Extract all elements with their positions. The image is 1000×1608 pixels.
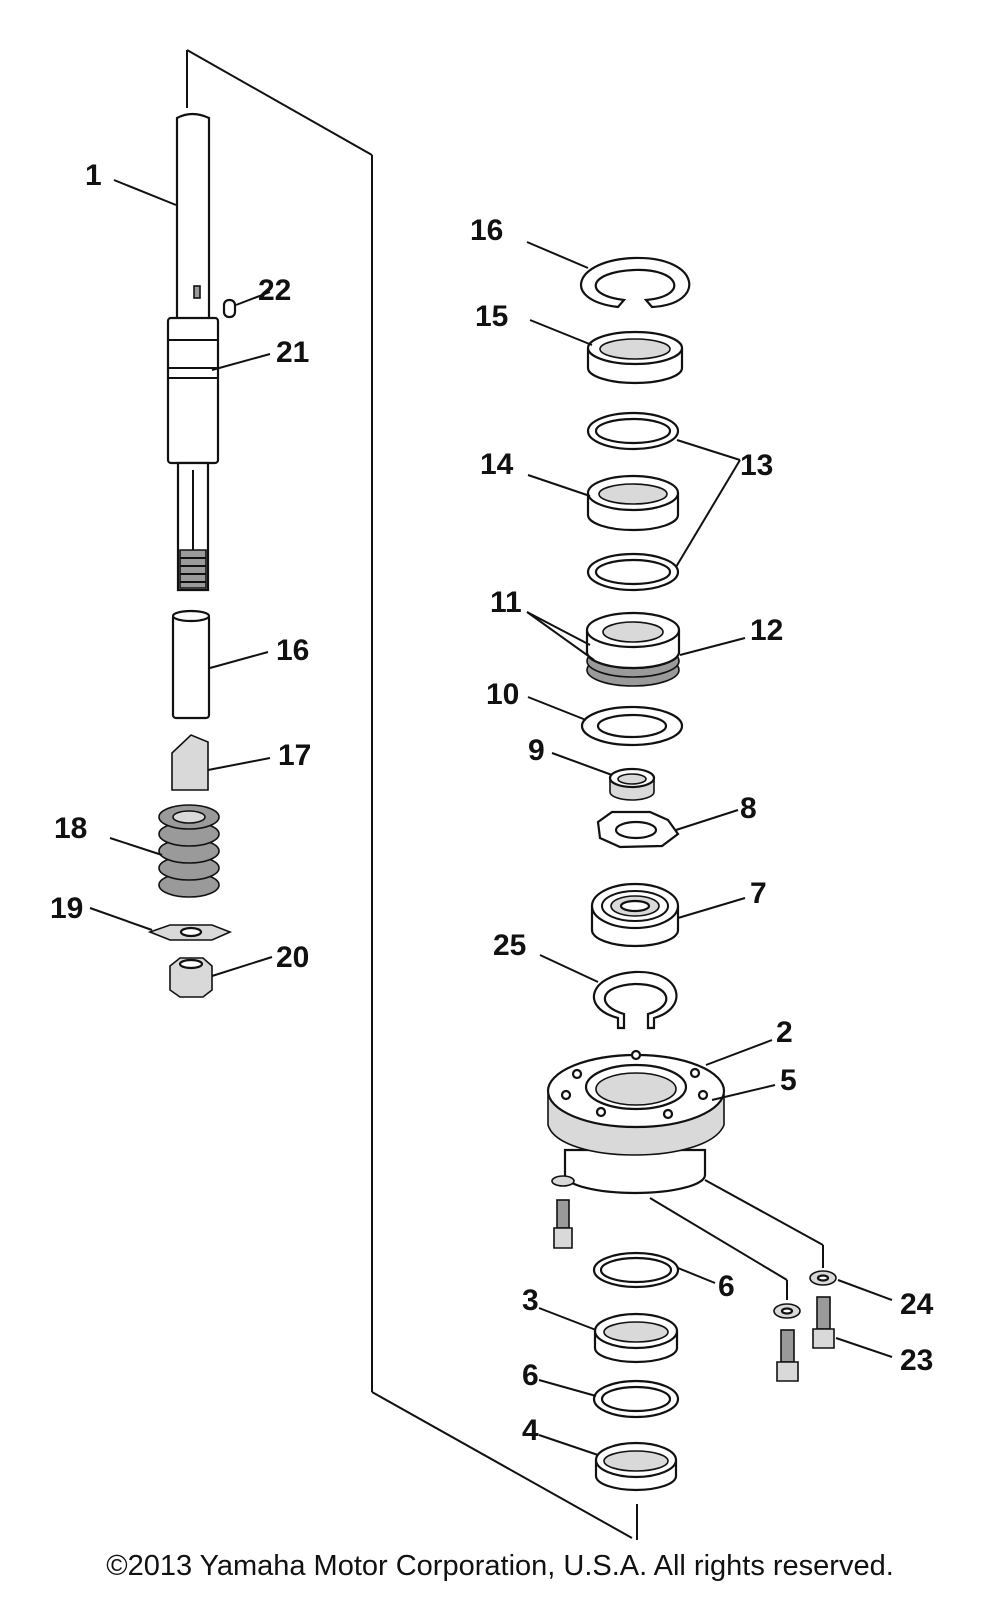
bolt-left-housing (551, 1175, 575, 1249)
o-ring-6-upper (592, 1251, 680, 1289)
shift-rod-shaft (166, 112, 220, 592)
callout-3: 3 (522, 1284, 539, 1317)
callout-16-left: 16 (276, 634, 309, 667)
callout-16-right: 16 (470, 214, 503, 247)
callout-18: 18 (54, 812, 87, 845)
assembly-frame-lines (186, 49, 638, 1540)
callout-19: 19 (50, 892, 83, 925)
washer-24-right (809, 1270, 837, 1286)
circlip-top (580, 256, 691, 309)
bearing-12 (585, 611, 681, 687)
callout-6-lower: 6 (522, 1359, 539, 1392)
rod-part (171, 609, 211, 720)
callout-5: 5 (780, 1064, 797, 1097)
shim-13-upper (586, 411, 680, 451)
callout-8: 8 (740, 792, 757, 825)
bearing-race-15 (586, 330, 684, 385)
lock-washer-8 (596, 810, 680, 849)
snap-ring-25 (592, 970, 678, 1030)
collar-9 (608, 767, 656, 801)
housing-bolt-leaders (649, 1179, 824, 1300)
clip-part (171, 734, 209, 791)
callout-22: 22 (258, 274, 291, 307)
callout-9: 9 (528, 734, 545, 767)
callout-14: 14 (480, 448, 514, 481)
callout-numbers: 1 22 21 16 17 18 19 20 16 15 14 13 11 12… (50, 159, 934, 1447)
copyright-notice: ©2013 Yamaha Motor Corporation, U.S.A. A… (106, 1550, 894, 1582)
callout-4: 4 (522, 1414, 539, 1447)
callout-24: 24 (900, 1288, 934, 1321)
callout-10: 10 (486, 678, 519, 711)
callout-12: 12 (750, 614, 783, 647)
nut-part (169, 957, 213, 998)
callout-20: 20 (276, 941, 309, 974)
callout-21: 21 (276, 336, 309, 369)
callout-23: 23 (900, 1344, 933, 1377)
shim-13-lower (586, 552, 680, 592)
bolt-23-left (776, 1329, 799, 1382)
spring-part (158, 804, 220, 898)
callout-leader-lines (89, 179, 893, 1456)
o-ring-6-lower (592, 1379, 680, 1419)
bearing-race-3 (593, 1312, 679, 1364)
callout-13: 13 (740, 449, 773, 482)
callout-17: 17 (278, 739, 311, 772)
callout-15: 15 (475, 300, 508, 333)
tab-washer-left (147, 924, 233, 941)
ball-bearing-7 (590, 882, 680, 948)
thrust-washer-10 (580, 705, 684, 747)
bolt-23-right (812, 1296, 835, 1349)
callout-6-upper: 6 (718, 1270, 735, 1303)
bearing-race-4 (594, 1441, 678, 1492)
callout-11: 11 (490, 586, 522, 619)
callout-7: 7 (750, 877, 767, 910)
bearing-race-14 (586, 474, 680, 532)
callout-2: 2 (776, 1016, 793, 1049)
pin-part (222, 298, 237, 319)
callout-25: 25 (493, 929, 526, 962)
callout-1: 1 (85, 159, 102, 192)
bearing-housing-2 (546, 1049, 726, 1195)
washer-24-left (773, 1303, 801, 1319)
